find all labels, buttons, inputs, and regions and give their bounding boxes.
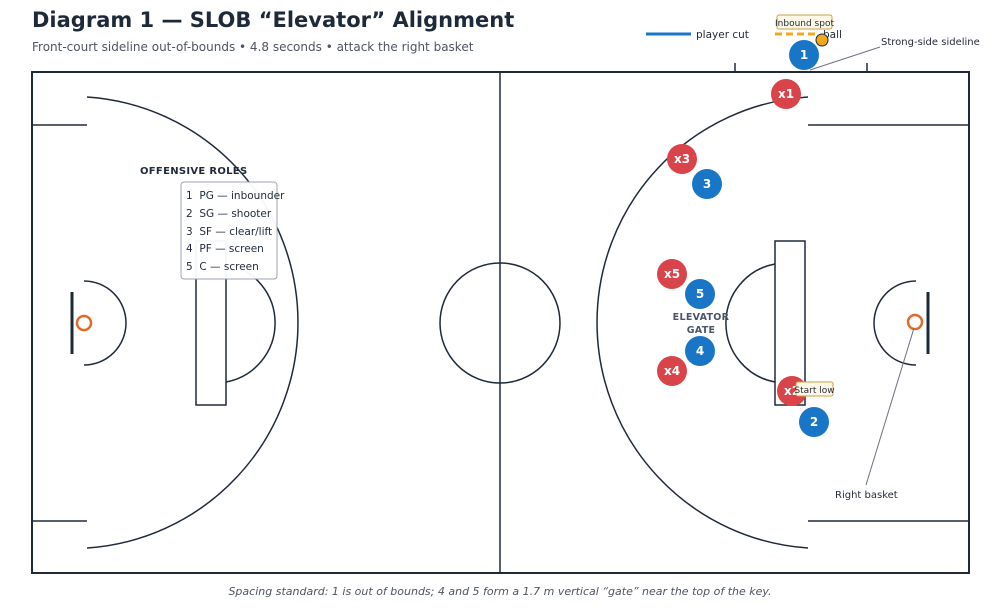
defender-label: x3 [674,152,690,166]
elevator-gate-label: ELEVATOR [673,312,730,323]
defender-x1: x1 [771,79,801,109]
defender-label: x5 [664,267,680,281]
start-low-label: Start low [794,386,834,396]
roles-box [180,181,278,280]
inbound-spot-tag: Inbound spot [775,14,834,30]
left-three-point-arc [86,96,299,549]
defender-label: x4 [664,364,680,378]
defender-x5: x5 [657,259,687,289]
right-basket-label: Right basket [835,490,898,501]
role-item: 3 SF — clear/lift [186,226,272,238]
offense-player-4: 4 [685,336,715,366]
offense-player-1: 1 [789,40,819,70]
role-item: 4 PF — screen [186,243,264,255]
left-rim [75,314,93,332]
role-item: 5 C — screen [186,261,259,273]
diagram-title: Diagram 1 — SLOB “Elevator” Alignment [32,8,515,32]
offensive-roles-panel: OFFENSIVE ROLES 1 PG — inbounder 2 SG — … [140,166,285,280]
defense-players: x1 x3 x5 x4 x2 [657,79,807,406]
defender-x3: x3 [667,144,697,174]
ball-icon [815,33,829,47]
right-basket-leader [865,327,915,486]
right-three-point-arc [596,96,809,549]
right-free-throw-arc [725,263,776,383]
offense-label: 4 [696,344,704,358]
inbound-spot-label: Inbound spot [775,19,834,29]
defender-x4: x4 [657,356,687,386]
right-rim [906,313,924,331]
offense-label: 5 [696,287,704,301]
left-restricted-arc [83,280,127,366]
court [31,63,970,574]
start-low-tag: Start low [794,381,835,397]
role-item: 2 SG — shooter [186,208,272,220]
legend-player-cut-label: player cut [696,29,749,41]
left-free-throw-arc [225,263,276,383]
right-restricted-arc [873,280,917,366]
offense-label: 2 [810,415,818,429]
defender-label: x1 [778,87,794,101]
offense-player-2: 2 [799,407,829,437]
center-circle [439,262,561,384]
legend: player cut ball [646,29,842,41]
diagram-caption: Spacing standard: 1 is out of bounds; 4 … [228,585,772,598]
strong-side-leader [809,46,881,71]
offense-label: 1 [800,48,808,62]
offense-player-5: 5 [685,279,715,309]
roles-heading: OFFENSIVE ROLES [140,166,247,177]
strong-side-sideline-label: Strong-side sideline [881,37,980,48]
diagram-subtitle: Front-court sideline out-of-bounds • 4.8… [32,40,474,54]
offense-label: 3 [703,177,711,191]
offense-players: 1 3 5 4 2 [685,40,829,437]
role-item: 1 PG — inbounder [186,190,285,202]
offense-player-3: 3 [692,169,722,199]
elevator-gate-label-line2: GATE [687,325,716,336]
